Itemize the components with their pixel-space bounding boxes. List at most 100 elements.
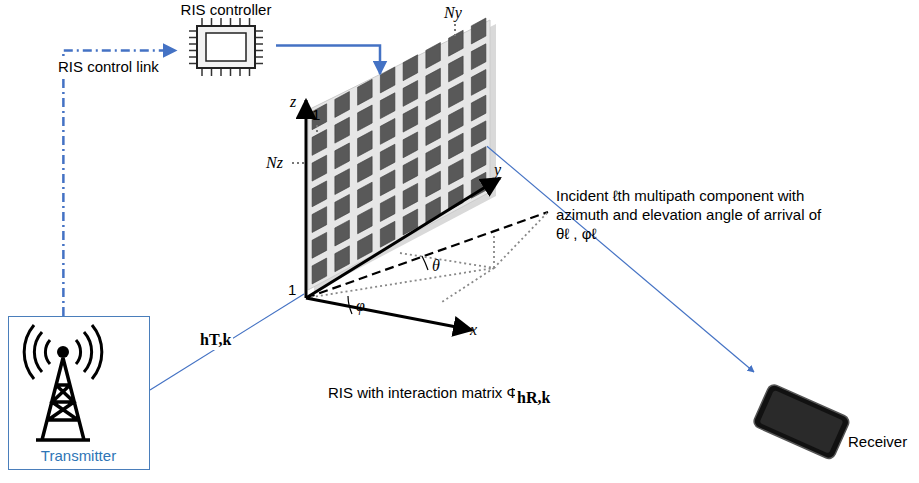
ris-element <box>380 170 395 196</box>
ris-element <box>358 156 373 182</box>
ris-element <box>426 68 441 94</box>
chip-icon <box>189 18 263 76</box>
chip-pin <box>249 68 251 76</box>
ris-element <box>312 155 327 181</box>
controller-chip: RIS controller <box>176 24 276 72</box>
ris-element <box>312 181 327 207</box>
axes <box>306 100 500 330</box>
ris-element <box>335 117 350 143</box>
ris-element <box>312 207 327 233</box>
chip-pin <box>255 56 263 58</box>
ris-element <box>426 171 441 197</box>
incidence-geometry <box>306 212 548 314</box>
angle-label: φ <box>356 296 365 316</box>
chip-pin <box>189 43 197 45</box>
ris-element <box>358 79 373 105</box>
ris-element <box>358 131 373 157</box>
index-label: Ny <box>444 3 462 23</box>
chip-pin <box>220 18 222 26</box>
ris-element <box>471 18 486 44</box>
ris-element <box>449 133 464 159</box>
ris-surface: RIS with interaction matrix Φ <box>300 74 495 300</box>
ris-element <box>471 95 486 121</box>
chip-pin <box>230 18 232 26</box>
ris-element <box>403 81 418 107</box>
ris-element <box>471 147 486 173</box>
edge-label: hR,k <box>515 388 552 408</box>
edge-label: hT,k <box>198 330 233 350</box>
ris-element <box>380 118 395 144</box>
channel-link <box>487 146 754 372</box>
chip-pin <box>189 30 197 32</box>
ris-element <box>426 145 441 171</box>
chip-pin <box>230 68 232 76</box>
chip-pin <box>255 37 263 39</box>
ris-element <box>335 194 350 220</box>
ris-element <box>403 158 418 184</box>
ris-element <box>449 159 464 185</box>
ris-element <box>312 232 327 258</box>
channel-link <box>150 294 304 390</box>
node-label: RIS controller <box>181 1 272 19</box>
chip-pin <box>201 18 203 26</box>
chip-pin <box>189 50 197 52</box>
ris-element <box>403 55 418 81</box>
ris-element <box>358 234 373 260</box>
ris-panel <box>308 18 496 292</box>
ris-element <box>335 92 350 118</box>
index-label: 1 <box>312 106 320 125</box>
ris-element <box>403 183 418 209</box>
node-label: Receiver <box>848 433 907 451</box>
chip-pin <box>255 30 263 32</box>
chip-pin <box>189 63 197 65</box>
receiver-phone: Receiver <box>748 378 908 463</box>
chip-pin <box>211 68 213 76</box>
ris-element <box>403 106 418 132</box>
phone-icon <box>752 383 851 461</box>
ris-element <box>449 107 464 133</box>
control-arrow <box>276 46 380 74</box>
ris-element <box>380 67 395 93</box>
ris-element <box>335 143 350 169</box>
ris-element <box>449 82 464 108</box>
ris-element <box>335 220 350 246</box>
edge-label: RIS control link <box>56 58 161 77</box>
chip-pin <box>239 68 241 76</box>
ris-element <box>358 208 373 234</box>
ris-element <box>449 56 464 82</box>
ris-element <box>358 105 373 131</box>
control-link <box>63 50 176 316</box>
chip-pin <box>189 37 197 39</box>
ris-element <box>335 169 350 195</box>
ris-element <box>426 94 441 120</box>
chip-pin <box>211 18 213 26</box>
transmitter-box: Transmitter <box>8 316 150 470</box>
ris-element <box>312 130 327 156</box>
chip-pin <box>220 68 222 76</box>
node-label: RIS with interaction matrix Φ <box>328 384 518 402</box>
note-label: Incident ℓth multipath component with az… <box>556 187 826 243</box>
ris-element <box>380 144 395 170</box>
chip-pin <box>255 43 263 45</box>
ris-element <box>471 121 486 147</box>
axis-label: x <box>470 320 477 340</box>
chip-pin <box>255 63 263 65</box>
index-label: Nz <box>266 153 283 173</box>
ris-element <box>380 93 395 119</box>
chip-pin <box>249 18 251 26</box>
node-label: Transmitter <box>41 447 116 465</box>
chip-pin <box>239 18 241 26</box>
angle-label: θ <box>432 256 440 276</box>
ris-element <box>312 104 327 130</box>
axis-label: z <box>290 92 296 112</box>
axis-label: y <box>494 160 501 180</box>
ris-element <box>358 182 373 208</box>
chip-pin <box>255 50 263 52</box>
chip-pin <box>189 56 197 58</box>
ris-element <box>426 43 441 69</box>
index-label: 1 <box>288 281 296 300</box>
ris-element <box>471 69 486 95</box>
ris-element <box>380 196 395 222</box>
tower-icon <box>24 325 102 440</box>
ris-element <box>426 120 441 146</box>
